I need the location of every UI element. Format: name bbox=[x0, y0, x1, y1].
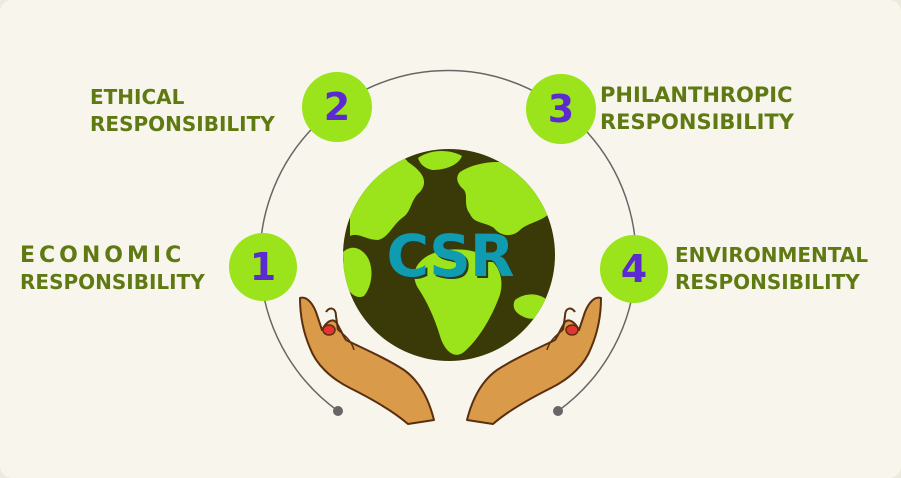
label-line-2: RESPONSIBILITY bbox=[90, 112, 275, 136]
step-3-badge: 3 bbox=[526, 74, 596, 144]
ethical-responsibility-label: ETHICAL RESPONSIBILITY bbox=[90, 84, 275, 138]
environmental-responsibility-label: ENVIRONMENTAL RESPONSIBILITY bbox=[675, 242, 868, 296]
label-line-2: RESPONSIBILITY bbox=[600, 110, 794, 134]
label-line-1: PHILANTHROPIC bbox=[600, 83, 793, 107]
economic-responsibility-label: ECONOMIC RESPONSIBILITY bbox=[20, 242, 205, 296]
label-line-1: ECONOMIC bbox=[20, 243, 186, 268]
orbit-end-dot-left bbox=[333, 406, 343, 416]
orbit-end-dot-right bbox=[553, 406, 563, 416]
label-line-1: ETHICAL bbox=[90, 85, 185, 109]
globe-icon bbox=[343, 149, 555, 361]
label-line-2: RESPONSIBILITY bbox=[20, 270, 205, 294]
right-hand-icon bbox=[466, 296, 602, 425]
philanthropic-responsibility-label: PHILANTHROPIC RESPONSIBILITY bbox=[600, 82, 794, 136]
label-line-1: ENVIRONMENTAL bbox=[675, 243, 869, 267]
left-hand-icon bbox=[299, 296, 435, 425]
step-4-badge: 4 bbox=[600, 235, 668, 303]
step-2-badge: 2 bbox=[302, 72, 372, 142]
step-1-badge: 1 bbox=[229, 233, 297, 301]
csr-title: CSR bbox=[386, 222, 514, 290]
label-line-2: RESPONSIBILITY bbox=[675, 270, 860, 294]
